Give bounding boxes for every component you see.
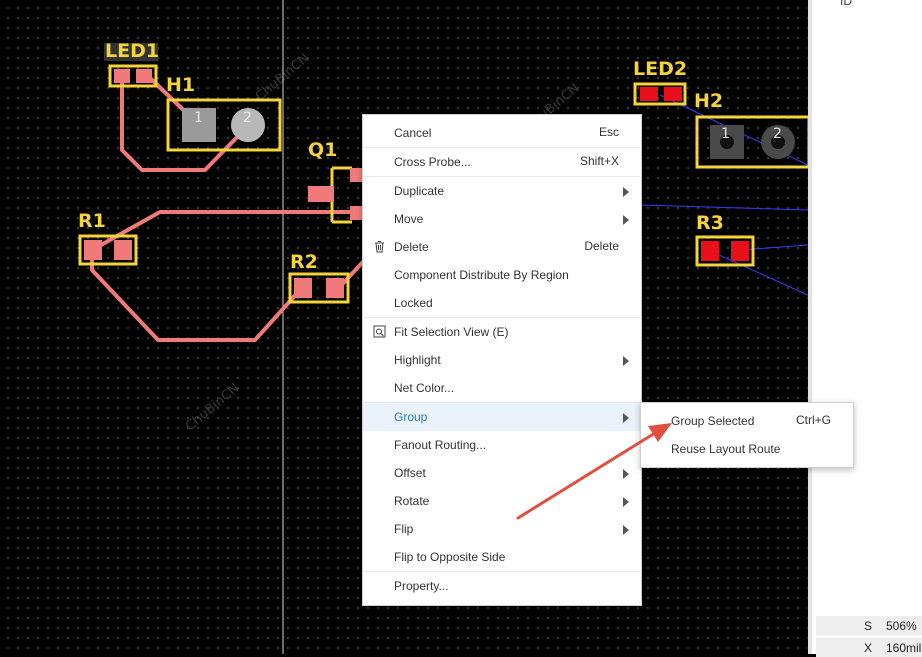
context-menu: Cancel Esc Cross Probe... Shift+X Duplic… — [362, 114, 642, 606]
menu-item-locked[interactable]: Locked — [394, 296, 433, 310]
menu-item-property[interactable]: Property... — [394, 579, 449, 593]
group-submenu: Group Selected Ctrl+G Reuse Layout Route — [640, 402, 854, 468]
menu-item-net-color[interactable]: Net Color... — [394, 381, 455, 395]
scale-value: 506% — [886, 619, 917, 633]
ref-led2: LED2 — [633, 58, 687, 80]
component-led1: LED1 — [104, 40, 159, 88]
id-label: ID — [840, 0, 852, 8]
status-x: X 160mil — [816, 638, 922, 657]
component-q1: Q1 — [308, 139, 364, 224]
trash-icon — [375, 241, 384, 253]
ref-q1: Q1 — [308, 139, 337, 161]
component-h2: 1 2 H2 — [694, 90, 808, 169]
menu-item-fanout-routing[interactable]: Fanout Routing... — [394, 438, 487, 452]
menu-item-reuse-layout-route[interactable]: Reuse Layout Route — [671, 442, 781, 456]
menu-item-cancel[interactable]: Cancel Esc — [394, 125, 619, 140]
side-panel: ID S 506% X 160mil — [808, 0, 922, 657]
menu-item-delete[interactable]: Delete Delete — [363, 233, 641, 261]
tracks — [90, 74, 374, 342]
pad-number: 2 — [773, 126, 782, 142]
component-r1: R1 — [78, 210, 138, 266]
menu-item-flip[interactable]: Flip — [363, 515, 641, 543]
pad-number: 2 — [243, 110, 252, 126]
component-h1: 1 2 H1 — [166, 74, 282, 152]
ref-r3: R3 — [696, 212, 724, 234]
menu-item-move[interactable]: Move — [363, 205, 641, 233]
ref-h1: H1 — [166, 74, 195, 96]
chevron-right-icon — [623, 497, 629, 507]
component-r3: R3 — [695, 212, 755, 267]
chevron-right-icon — [623, 356, 629, 366]
x-key: X — [864, 641, 873, 655]
chevron-right-icon — [623, 469, 629, 479]
pcb-layout: LED1 1 2 H1 Q1 R1 — [78, 0, 808, 654]
menu-item-highlight[interactable]: Highlight — [363, 346, 641, 374]
track — [120, 74, 250, 172]
menu-item-offset[interactable]: Offset — [363, 459, 641, 487]
menu-item-duplicate[interactable]: Duplicate — [363, 177, 641, 205]
menu-item-cross-probe[interactable]: Cross Probe... Shift+X — [394, 154, 619, 169]
chevron-right-icon — [623, 525, 629, 535]
menu-item-rotate[interactable]: Rotate — [363, 487, 641, 515]
chevron-right-icon — [623, 215, 629, 225]
scale-key: S — [864, 619, 873, 633]
pad-number: 1 — [721, 126, 730, 142]
menu-item-component-distribute[interactable]: Component Distribute By Region — [394, 268, 569, 282]
ref-r2: R2 — [290, 251, 318, 273]
fit-view-icon — [373, 325, 386, 338]
status-scale: S 506% — [816, 616, 922, 635]
component-r2: R2 — [288, 251, 350, 304]
x-value: 160mil — [886, 641, 922, 655]
menu-item-group[interactable]: Group — [363, 403, 641, 431]
menu-item-group-selected[interactable]: Group Selected Ctrl+G — [671, 413, 831, 428]
menu-item-fit-selection-view[interactable]: Fit Selection View (E) — [363, 318, 641, 346]
ref-led1: LED1 — [105, 40, 159, 62]
chevron-right-icon — [623, 187, 629, 197]
chevron-right-icon — [623, 413, 629, 423]
menu-item-flip-to-opposite-side[interactable]: Flip to Opposite Side — [394, 550, 506, 564]
component-led2: LED2 — [633, 58, 687, 106]
ref-r1: R1 — [78, 210, 106, 232]
ref-h2: H2 — [694, 90, 723, 112]
pad-number: 1 — [194, 110, 203, 126]
track — [90, 210, 374, 252]
